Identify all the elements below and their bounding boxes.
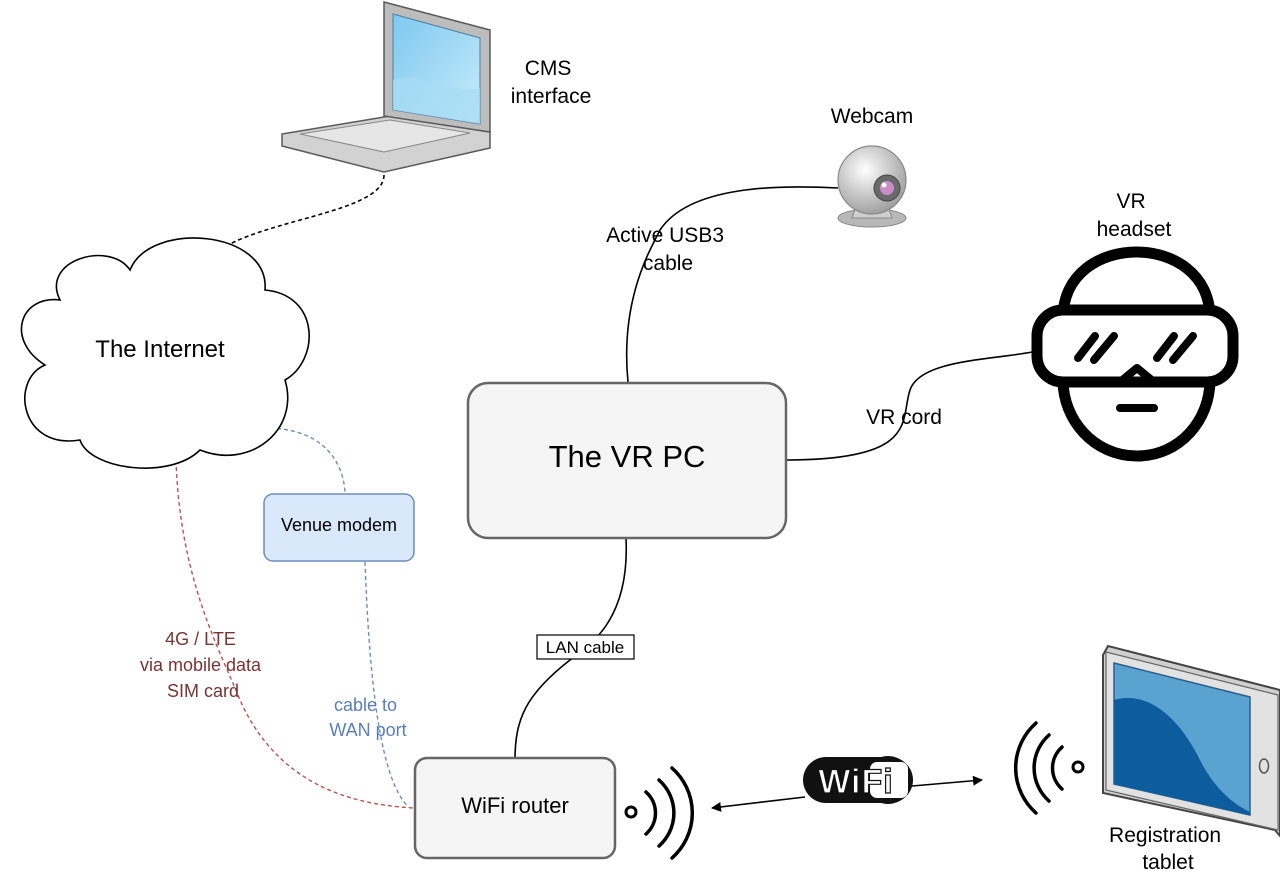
wifi-router-box <box>413 756 617 860</box>
wan-label: cable to WAN port <box>329 695 406 740</box>
wifi-router-label: WiFi router <box>461 793 569 818</box>
lan-cable-label-box <box>536 634 635 660</box>
vr-pc-label: The VR PC <box>549 439 706 474</box>
wifi-logo-icon: WiFi <box>803 756 913 804</box>
venue-modem-box <box>263 493 415 562</box>
venue-modem-label: Venue modem <box>281 515 397 535</box>
cms-label: CMS interface <box>511 57 592 108</box>
vr-headset-icon <box>1031 246 1239 462</box>
internet-cloud <box>20 237 310 469</box>
webcam-icon <box>837 145 907 228</box>
wan-cable-link <box>364 561 411 809</box>
tablet-label: Registration tablet <box>1109 824 1227 874</box>
laptop-icon <box>281 1 491 173</box>
wifi-arrow-left <box>711 796 806 812</box>
vr-pc-box <box>466 381 788 540</box>
tablet-signal-icon <box>1013 721 1085 815</box>
lte-link <box>175 459 415 809</box>
vr-cord-label: VR cord <box>866 406 942 429</box>
wifi-logo-text: WiFi <box>818 763 893 801</box>
internet-modem-link <box>269 427 346 496</box>
webcam-label: Webcam <box>831 105 913 128</box>
lan-cable-link <box>514 537 627 761</box>
usb3-label: Active USB3 cable <box>606 224 730 275</box>
lan-cable-label: LAN cable <box>546 638 624 657</box>
router-signal-icon <box>624 766 695 860</box>
vr-headset-label: VR headset <box>1097 190 1172 241</box>
vr-cord-link <box>785 351 1033 461</box>
lte-label: 4G / LTE via mobile data SIM card <box>140 629 266 701</box>
wifi-arrow-right <box>911 775 983 787</box>
internet-label: The Internet <box>95 336 225 363</box>
tablet-icon <box>1102 644 1280 838</box>
usb3-cable-link <box>625 186 839 383</box>
